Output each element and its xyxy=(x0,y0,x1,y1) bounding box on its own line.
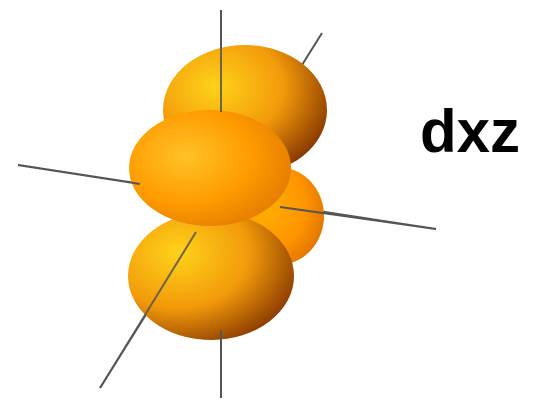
front-lobe xyxy=(129,110,291,226)
orbital-label: dxz xyxy=(420,98,520,165)
horizontal-axis-front xyxy=(18,165,140,184)
bottom-lobe xyxy=(128,212,294,340)
